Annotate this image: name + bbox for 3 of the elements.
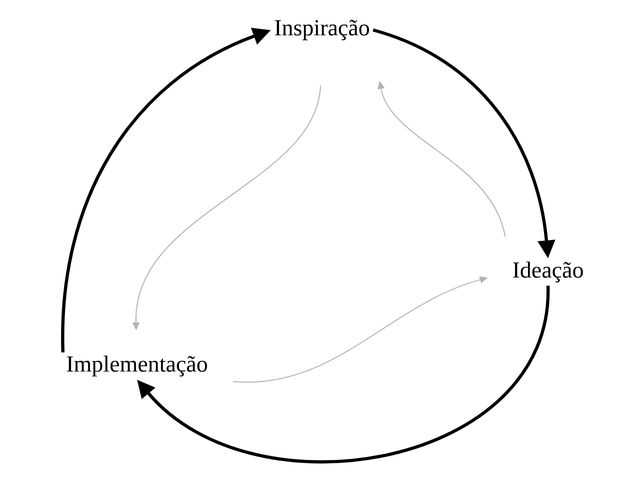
stage-label: Ideação — [513, 262, 583, 282]
stage-label: Implementação — [66, 356, 208, 376]
stage-label: Inspiração — [274, 20, 370, 40]
